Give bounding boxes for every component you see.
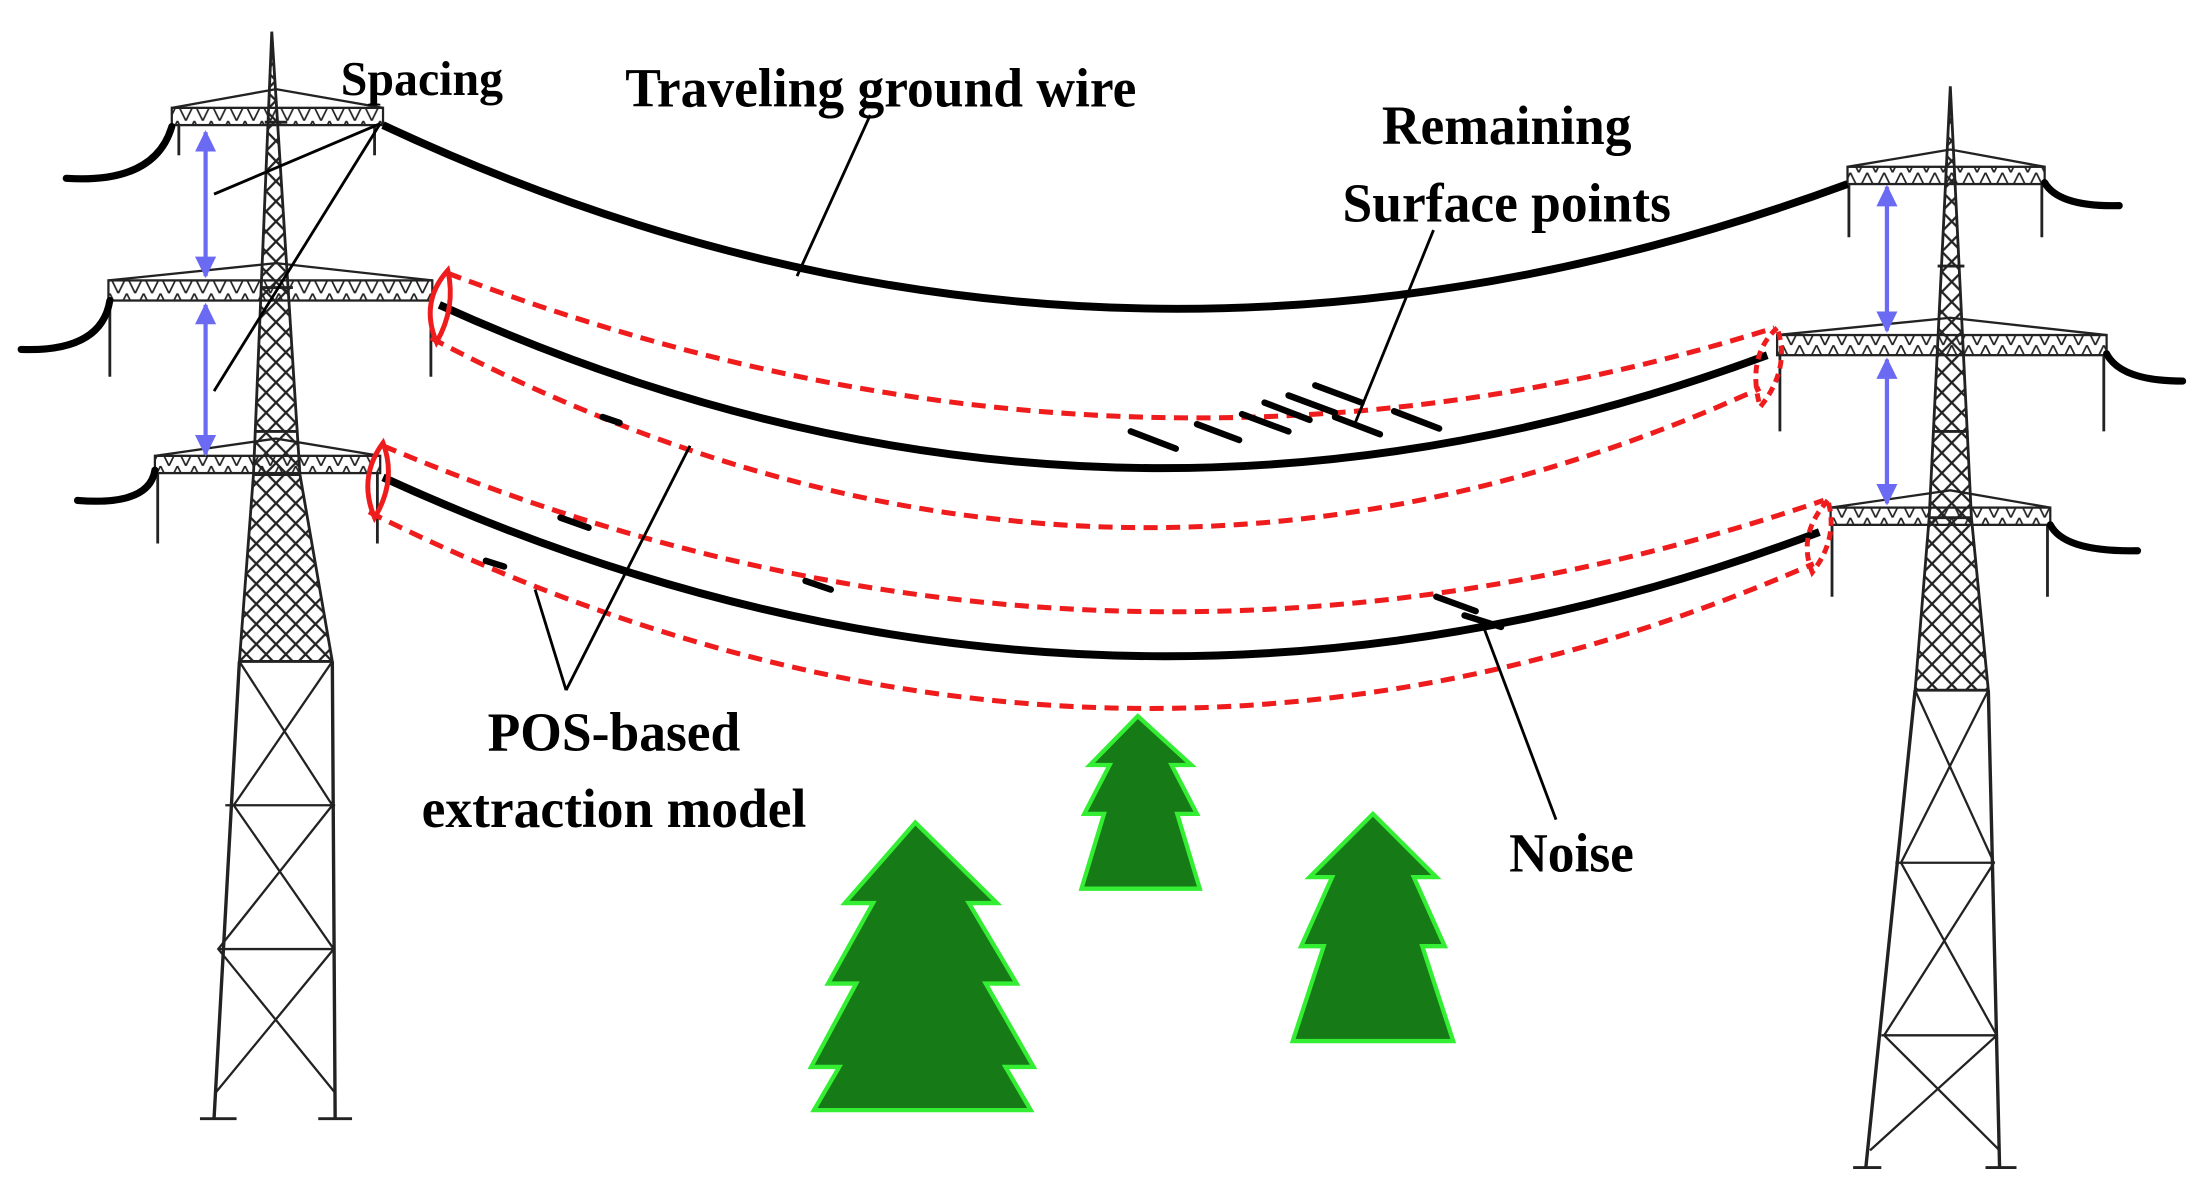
left-tower	[107, 31, 434, 1121]
pos-based-label-line2: extraction model	[422, 778, 807, 839]
remaining-surface-points-label-line2: Surface points	[1343, 173, 1671, 234]
leader-lines	[212, 114, 1558, 821]
right-tower-top-arm	[1846, 148, 2046, 238]
spacing-label: Spacing	[341, 52, 503, 106]
right-tower-bottom-arm	[1829, 489, 2052, 597]
noise-label: Noise	[1509, 823, 1634, 884]
traveling-ground-wire	[381, 121, 1849, 313]
tree-large	[807, 819, 1038, 1113]
pos-based-label-line1: POS-based	[488, 702, 741, 763]
conductor-lower	[381, 473, 1821, 661]
stub-wires	[17, 122, 2187, 555]
remaining-surface-points-label-line1: Remaining	[1382, 95, 1632, 156]
left-tower-top-arm	[170, 87, 385, 156]
noise-points	[482, 413, 1505, 631]
right-tower-middle-arm	[1775, 316, 2108, 432]
pos-extraction-model-lower	[365, 437, 1834, 711]
trees	[807, 713, 1457, 1113]
spacing-arrows	[195, 130, 1898, 506]
pos-extraction-model-upper	[427, 265, 1784, 531]
tree-medium	[1289, 810, 1457, 1044]
conductor-upper	[437, 301, 1769, 473]
tree-small	[1078, 713, 1203, 891]
remaining-surface-points	[1127, 382, 1443, 452]
traveling-ground-wire-label: Traveling ground wire	[625, 58, 1136, 119]
right-tower	[1775, 86, 2108, 1170]
